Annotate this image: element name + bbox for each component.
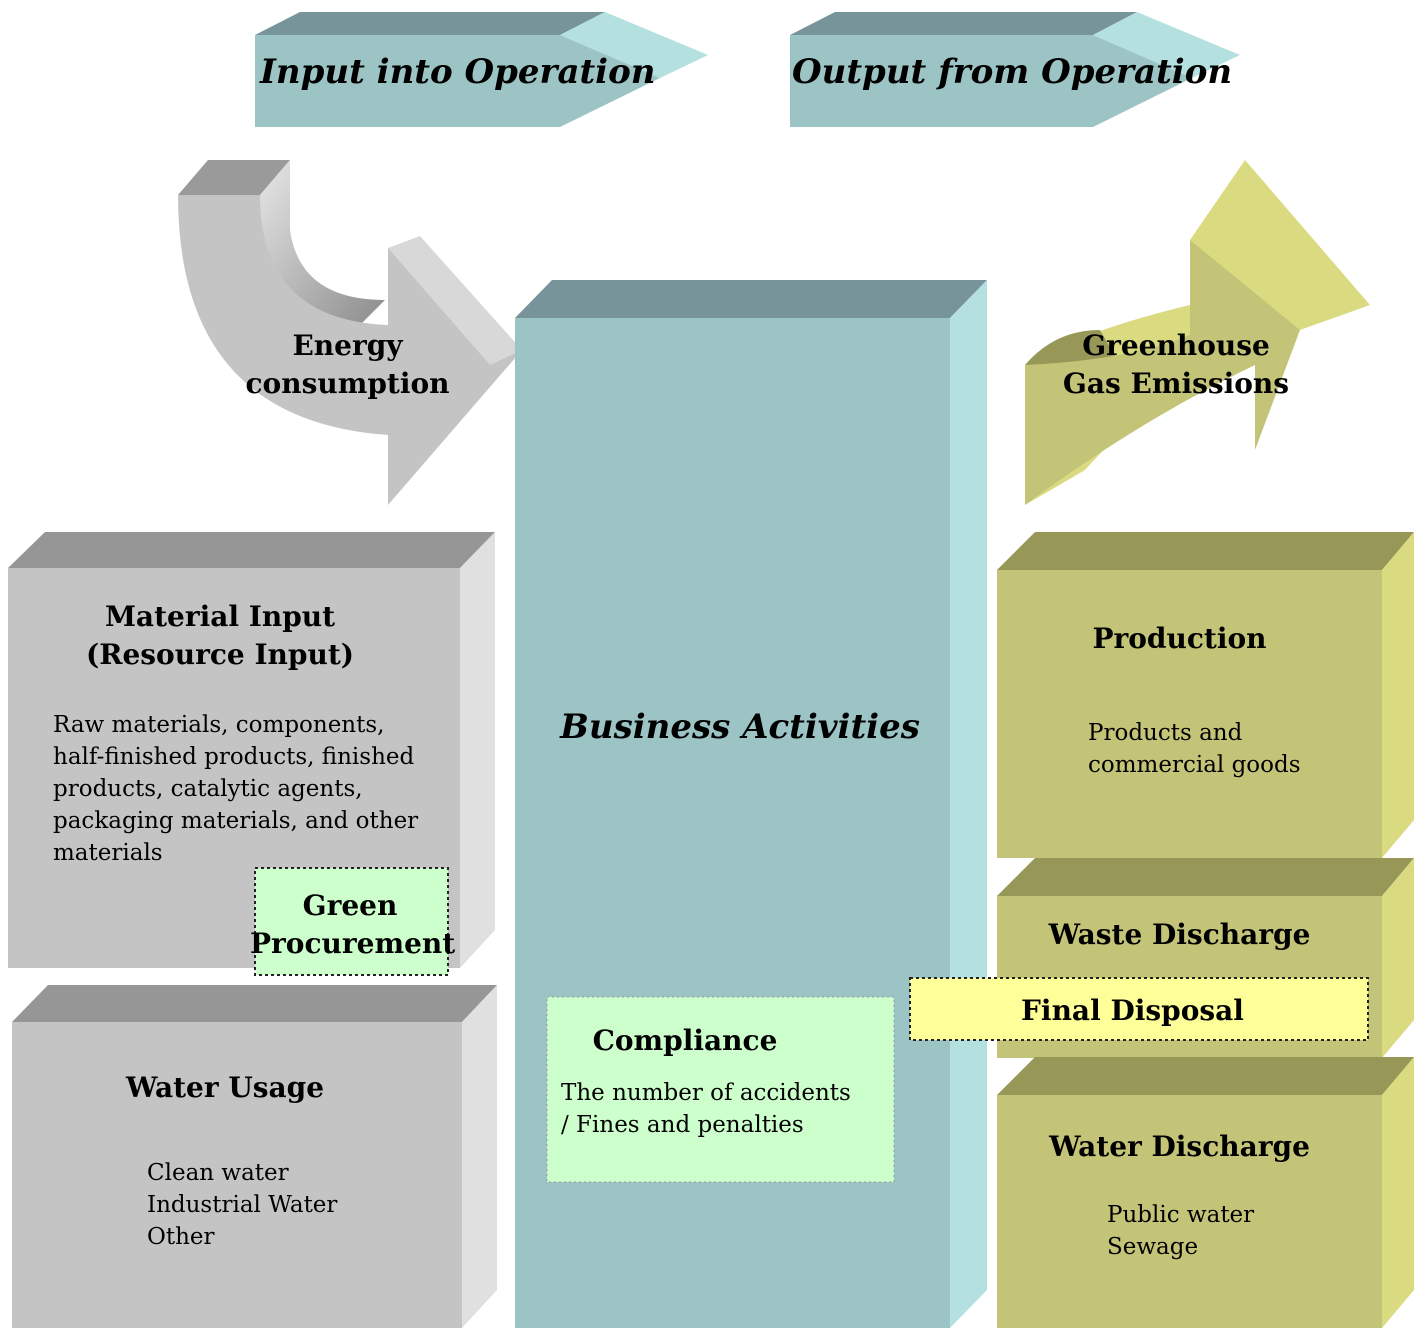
compliance-title: Compliance xyxy=(592,1024,778,1057)
input-header-arrow xyxy=(255,12,708,127)
water-usage-title: Water Usage xyxy=(125,1071,325,1104)
water-discharge-title: Water Discharge xyxy=(1049,1130,1310,1163)
input-header-title: Input into Operation xyxy=(260,52,656,92)
output-header-arrow xyxy=(790,12,1240,127)
compliance-box xyxy=(546,996,895,1183)
ghg-label: Greenhouse Gas Emissions xyxy=(1062,329,1290,400)
final-disposal-label: Final Disposal xyxy=(1021,994,1244,1027)
compliance-body: The number of accidents / Fines and pena… xyxy=(561,1080,851,1138)
material-input-title: Material Input (Resource Input) xyxy=(85,600,355,671)
final-disposal-box xyxy=(909,977,1369,1041)
ghg-arrow xyxy=(1025,160,1370,505)
water-usage-body: Clean water Industrial Water Other xyxy=(147,1160,338,1250)
production-block xyxy=(997,532,1414,858)
green-procurement-box xyxy=(254,867,449,976)
business-activities-title: Business Activities xyxy=(560,707,920,747)
green-procurement-label: Green Procurement xyxy=(250,889,456,960)
water-usage-block xyxy=(12,985,497,1328)
production-body: Products and commercial goods xyxy=(1088,720,1301,778)
water-discharge-body: Public water Sewage xyxy=(1107,1202,1255,1260)
material-input-body: Raw materials, components, half-finished… xyxy=(53,712,419,866)
waste-discharge-title: Waste Discharge xyxy=(1048,918,1311,951)
energy-label: Energy consumption xyxy=(245,329,450,400)
energy-arrow xyxy=(178,160,522,505)
production-title: Production xyxy=(1092,622,1267,655)
water-discharge-block xyxy=(997,1057,1414,1328)
output-header-title: Output from Operation xyxy=(792,52,1233,92)
